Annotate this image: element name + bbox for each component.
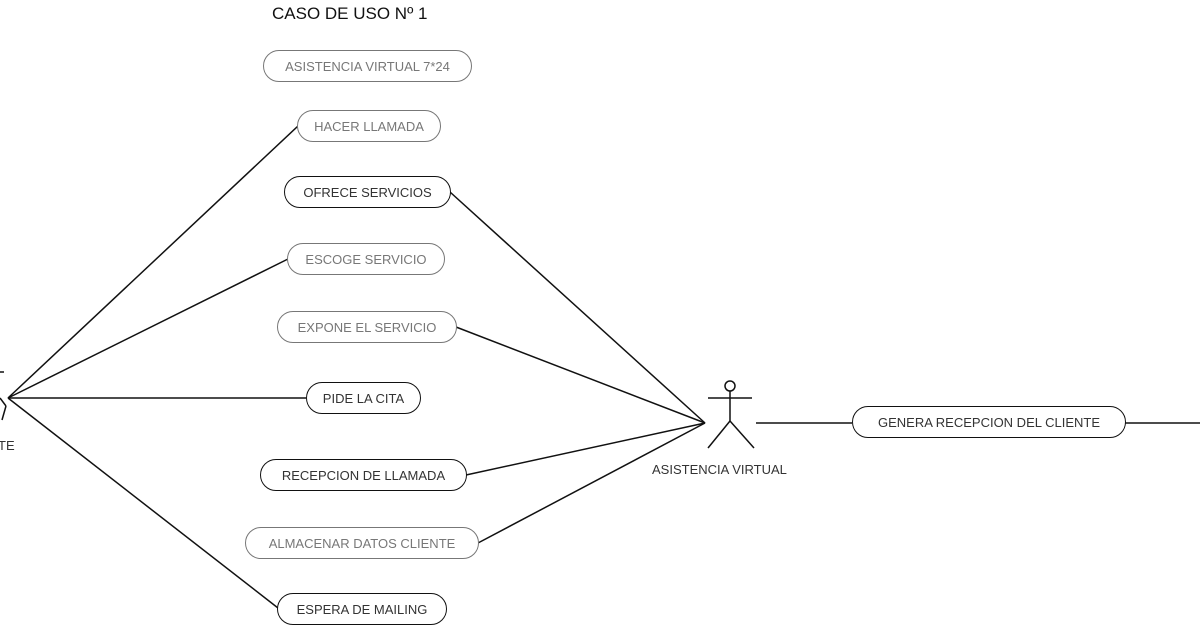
assoc-right-expone-el-servicio [455, 326, 706, 424]
use-case-genera-recepcion-del-cliente[interactable]: GENERA RECEPCION DEL CLIENTE [852, 406, 1126, 438]
actor-right-figure [707, 380, 755, 449]
use-case-espera-de-mailing[interactable]: ESPERA DE MAILING [277, 593, 447, 625]
actor-left-figure [0, 371, 7, 421]
use-case-ofrece-servicios[interactable]: OFRECE SERVICIOS [284, 176, 451, 208]
use-case-escoge-servicio[interactable]: ESCOGE SERVICIO [287, 243, 445, 275]
use-case-almacenar-datos-cliente[interactable]: ALMACENAR DATOS CLIENTE [245, 527, 479, 559]
assoc-right-almacenar-datos-cliente [477, 422, 706, 544]
use-case-asistencia-virtual-7-24[interactable]: ASISTENCIA VIRTUAL 7*24 [263, 50, 472, 82]
use-case-recepcion-de-llamada[interactable]: RECEPCION DE LLAMADA [260, 459, 467, 491]
diagram-title: CASO DE USO Nº 1 [272, 4, 428, 23]
assoc-right-recepcion-de-llamada [465, 422, 706, 476]
use-case-hacer-llamada[interactable]: HACER LLAMADA [297, 110, 441, 142]
actor-left-label: TE [0, 438, 15, 453]
use-case-expone-el-servicio[interactable]: EXPONE EL SERVICIO [277, 311, 457, 343]
assoc-left-hacer-llamada [7, 125, 299, 399]
assoc-left-escoge-servicio [7, 258, 289, 399]
actor-right-label: ASISTENCIA VIRTUAL [652, 462, 787, 477]
assoc-right-ofrece-servicios [449, 191, 706, 424]
assoc-left-espera-de-mailing [7, 397, 279, 609]
use-case-pide-la-cita[interactable]: PIDE LA CITA [306, 382, 421, 414]
